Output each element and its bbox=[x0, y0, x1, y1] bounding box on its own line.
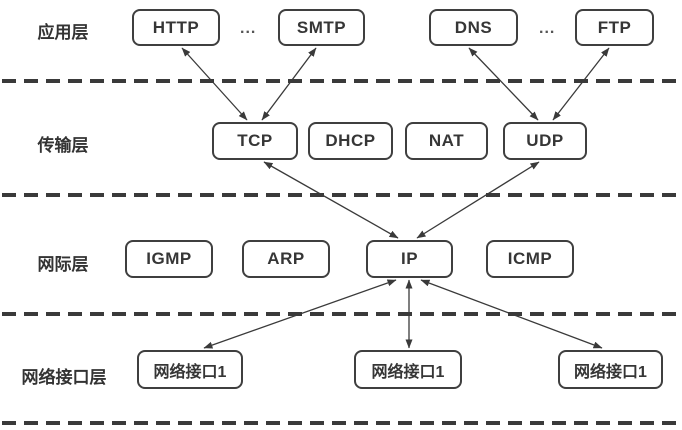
arrow-udp-ip bbox=[416, 161, 540, 239]
protocol-box-ftp: FTP bbox=[575, 9, 654, 46]
arrow-tcp-ip bbox=[263, 161, 399, 239]
ellipsis-application-right: ... bbox=[539, 20, 556, 37]
protocol-box-smtp: SMTP bbox=[278, 9, 365, 46]
protocol-box-udp: UDP bbox=[503, 122, 587, 160]
network-interface-box-1: 网络接口1 bbox=[137, 350, 243, 389]
protocol-box-dns: DNS bbox=[429, 9, 518, 46]
protocol-box-icmp: ICMP bbox=[486, 240, 574, 278]
arrow-smtp-tcp bbox=[261, 47, 317, 121]
arrow-dns-udp bbox=[468, 47, 539, 121]
arrow-ip-interface3 bbox=[420, 279, 603, 349]
layer-label-transport: 传输层 bbox=[37, 136, 89, 155]
layer-label-application: 应用层 bbox=[37, 23, 89, 42]
ellipsis-application-left: ... bbox=[240, 20, 257, 37]
protocol-box-tcp: TCP bbox=[212, 122, 298, 160]
protocol-box-arp: ARP bbox=[242, 240, 330, 278]
network-interface-box-2: 网络接口1 bbox=[354, 350, 462, 389]
layer-label-internet: 网际层 bbox=[37, 255, 89, 274]
network-interface-box-3: 网络接口1 bbox=[558, 350, 663, 389]
arrow-ftp-udp bbox=[552, 47, 610, 121]
protocol-box-http: HTTP bbox=[132, 9, 220, 46]
layer-label-network-interface: 网络接口层 bbox=[21, 368, 107, 387]
protocol-box-dhcp: DHCP bbox=[308, 122, 393, 160]
protocol-box-ip: IP bbox=[366, 240, 453, 278]
arrow-ip-interface1 bbox=[203, 279, 397, 349]
arrow-http-tcp bbox=[181, 47, 248, 121]
protocol-box-nat: NAT bbox=[405, 122, 488, 160]
protocol-box-igmp: IGMP bbox=[125, 240, 213, 278]
